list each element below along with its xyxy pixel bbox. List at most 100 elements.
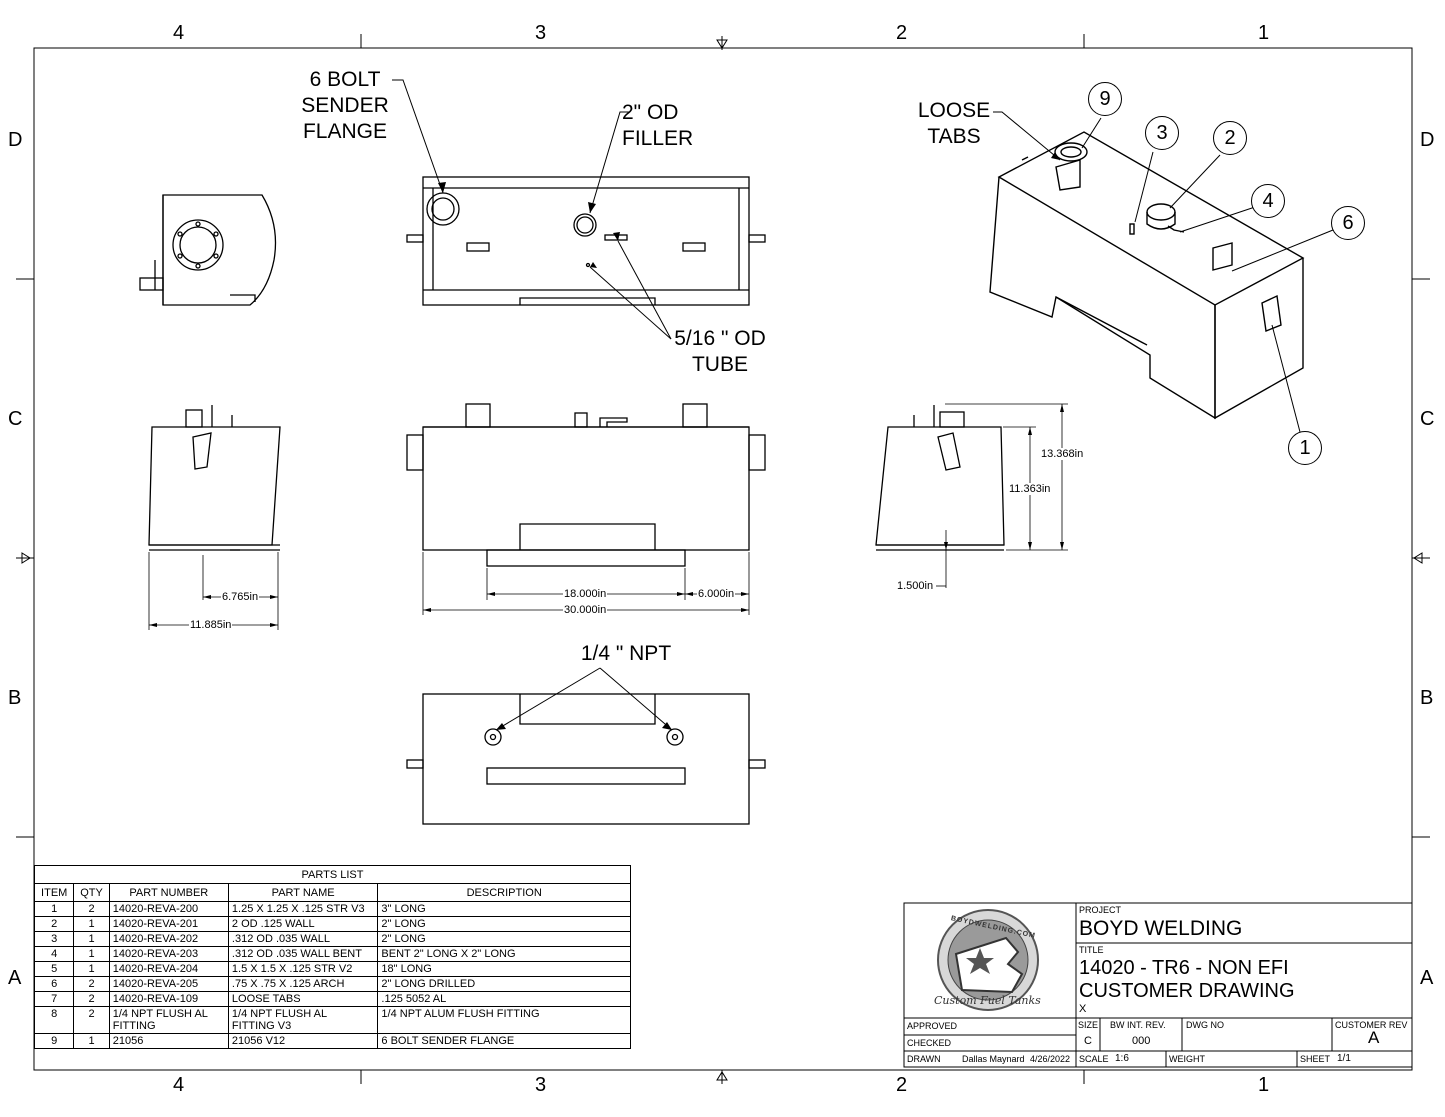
col-item: ITEM — [33, 883, 75, 902]
bw-rev-label: BW INT. REV. — [1110, 1020, 1166, 1030]
zone-col-3: 3 — [535, 22, 547, 44]
table-cell: 21056 — [108, 1033, 229, 1049]
title-x-mark: X — [1079, 1003, 1087, 1015]
dim-30000: 30.000in — [563, 604, 608, 616]
balloon-2: 2 — [1213, 121, 1247, 155]
parts-list: PARTS LIST ITEM QTY PART NUMBER PART NAM… — [33, 865, 631, 1049]
leader-sender — [392, 79, 444, 194]
project-value: BOYD WELDING — [1079, 917, 1243, 940]
balloon-9: 9 — [1088, 82, 1122, 116]
top-view — [406, 176, 766, 306]
scale-label: SCALE — [1079, 1054, 1109, 1064]
table-cell: 2" LONG — [377, 916, 631, 932]
balloon-3: 3 — [1145, 116, 1179, 150]
zone-row-d: D — [8, 129, 23, 151]
customer-rev-value: A — [1368, 1028, 1380, 1047]
leader-tube-b — [589, 266, 672, 340]
leader-tabs — [993, 111, 1061, 161]
balloon-4: 4 — [1251, 184, 1285, 218]
table-cell: 1 — [73, 1033, 110, 1049]
title-line-1: 14020 - TR6 - NON EFI — [1079, 957, 1289, 979]
zone-col-4-bottom: 4 — [173, 1074, 185, 1096]
dwg-no-label: DWG NO — [1186, 1020, 1224, 1030]
callout-tube: 5/16 " OD TUBE — [674, 327, 766, 376]
approved-label: APPROVED — [907, 1021, 958, 1031]
sheet-label: SHEET — [1300, 1054, 1331, 1064]
dim-6000: 6.000in — [697, 588, 736, 600]
table-cell: 8 — [33, 1006, 75, 1034]
checked-label: CHECKED — [907, 1038, 952, 1048]
table-cell: 14020-REVA-205 — [108, 976, 229, 992]
zone-col-3-bottom: 3 — [535, 1074, 547, 1096]
table-cell: 1 — [73, 931, 110, 947]
balloon-1: 1 — [1288, 431, 1322, 465]
table-cell: .312 OD .035 WALL — [227, 931, 379, 947]
end-view-left — [148, 405, 281, 551]
zone-row-b-right: B — [1420, 687, 1434, 709]
bw-rev-value: 000 — [1132, 1035, 1151, 1047]
table-cell: 6 BOLT SENDER FLANGE — [377, 1033, 631, 1049]
table-cell: 21056 V12 — [227, 1033, 379, 1049]
dim-11885: 11.885in — [189, 619, 233, 631]
table-cell: 14020-REVA-109 — [108, 991, 229, 1007]
callout-loose-tabs: LOOSE TABS — [917, 99, 991, 148]
customer-rev-label: CUSTOMER REV — [1335, 1020, 1408, 1030]
title-label: TITLE — [1079, 945, 1104, 955]
zone-col-2: 2 — [896, 22, 908, 44]
dim-18000: 18.000in — [563, 588, 608, 600]
table-cell: LOOSE TABS — [227, 991, 379, 1007]
scale-value: 1:6 — [1115, 1053, 1129, 1064]
logo-script: Custom Fuel Tanks — [934, 994, 1041, 1007]
front-view — [406, 403, 766, 567]
table-cell: .312 OD .035 WALL BENT — [227, 946, 379, 962]
callout-sender-flange: 6 BOLT SENDER FLANGE — [301, 68, 389, 143]
dim-1500: 1.500in — [896, 580, 935, 592]
project-label: PROJECT — [1079, 905, 1122, 915]
zone-row-c-right: C — [1420, 408, 1435, 430]
col-qty: QTY — [73, 883, 110, 902]
drawn-by: Dallas Maynard — [962, 1054, 1025, 1064]
zone-row-b: B — [8, 687, 22, 709]
table-cell: 1.25 X 1.25 X .125 STR V3 — [227, 901, 379, 917]
callout-filler: 2" OD FILLER — [622, 101, 694, 150]
boyd-logo — [937, 909, 1039, 1011]
zone-col-1-bottom: 1 — [1258, 1074, 1270, 1096]
leader-npt-a — [495, 667, 601, 731]
dim-13368: 13.368in — [1040, 448, 1085, 460]
col-description: DESCRIPTION — [377, 883, 631, 902]
side-view-top — [139, 194, 277, 306]
weight-label: WEIGHT — [1169, 1054, 1205, 1064]
drawn-date: 4/26/2022 — [1030, 1054, 1071, 1064]
bottom-view — [406, 693, 766, 825]
zone-col-4: 4 — [173, 22, 185, 44]
dim-6765: 6.765in — [221, 591, 260, 603]
table-cell: .125 5052 AL — [377, 991, 631, 1007]
zone-row-a: A — [8, 967, 22, 989]
callout-npt: 1/4 " NPT — [580, 642, 672, 665]
zone-row-d-right: D — [1420, 129, 1435, 151]
zone-row-a-right: A — [1420, 967, 1434, 989]
table-cell: 2 — [33, 916, 75, 932]
zone-col-1: 1 — [1258, 22, 1270, 44]
sheet-value: 1/1 — [1337, 1053, 1351, 1064]
leader-npt-b — [599, 667, 673, 731]
balloon-6: 6 — [1331, 206, 1365, 240]
dim-11363: 11.363in — [1008, 483, 1052, 495]
size-label: SIZE — [1078, 1020, 1099, 1030]
table-cell: 2 — [73, 1006, 110, 1034]
end-view-right — [875, 405, 1005, 551]
isometric-view — [989, 131, 1305, 420]
title-line-2: CUSTOMER DRAWING — [1079, 980, 1295, 1002]
leader-filler — [589, 111, 630, 214]
table-cell: 1/4 NPT FLUSH AL FITTING — [108, 1006, 229, 1034]
zone-row-c: C — [8, 408, 23, 430]
